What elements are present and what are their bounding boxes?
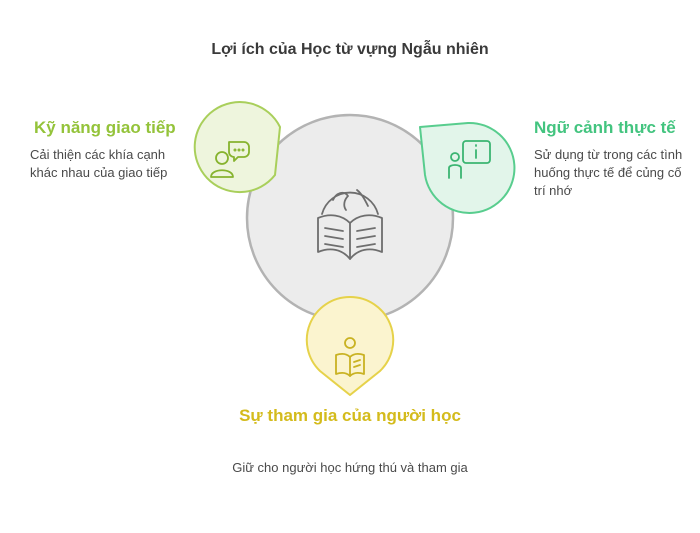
person-info-board-icon	[448, 140, 491, 179]
left-node-marker	[193, 101, 281, 194]
diagram-title: Lợi ích của Học từ vựng Ngẫu nhiên	[211, 41, 489, 58]
globe-book-icon	[317, 189, 383, 260]
engagement-heading: Sự tham gia của người học	[239, 406, 461, 425]
bottom-node-marker	[305, 295, 395, 396]
person-reading-book-icon	[335, 337, 365, 377]
context-description: Sử dụng từ trong các tình huống thực tế …	[534, 147, 683, 198]
context-heading: Ngữ cảnh thực tế	[534, 118, 676, 137]
engagement-description: Giữ cho người học hứng thú và tham gia	[232, 460, 468, 475]
communication-heading: Kỹ năng giao tiếp	[34, 118, 176, 137]
speech-bubble-person-icon	[210, 141, 250, 178]
communication-description: Cải thiện các khía cạnh khác nhau của gi…	[30, 147, 168, 180]
